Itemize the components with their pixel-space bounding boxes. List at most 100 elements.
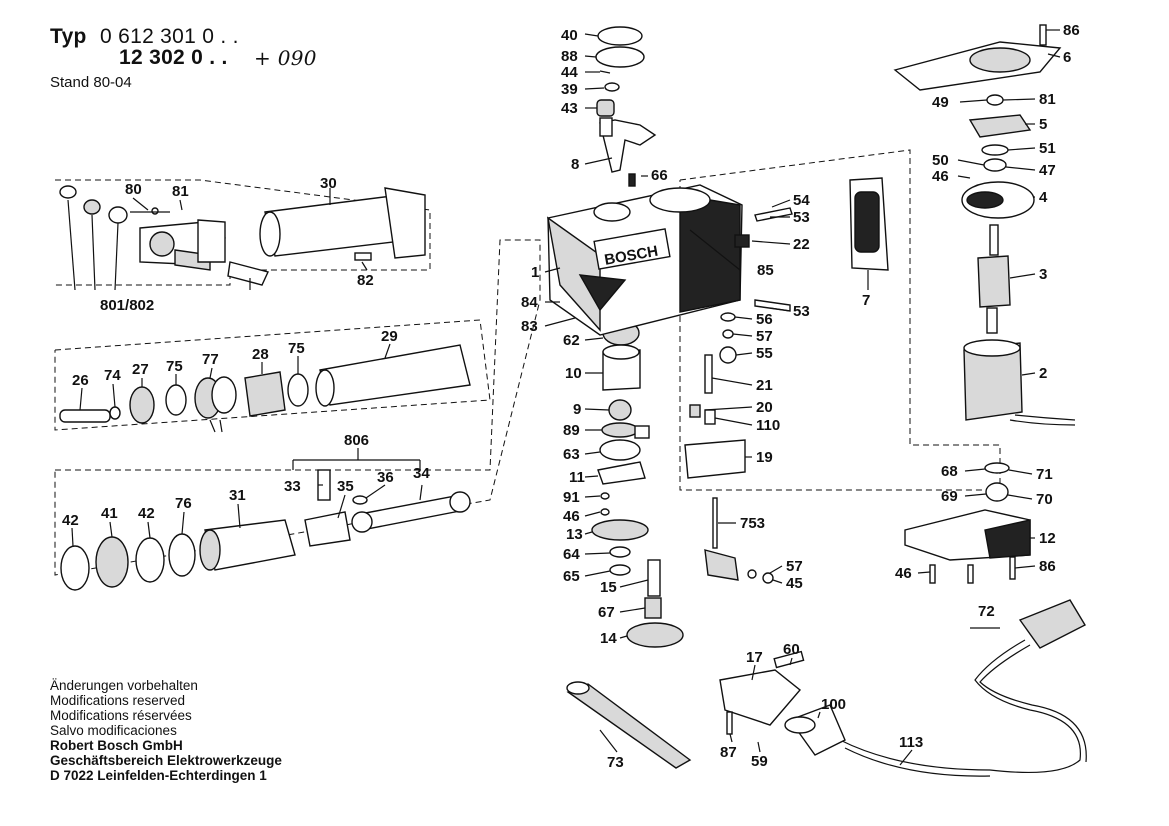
company-name: Robert Bosch GmbH: [50, 738, 183, 753]
label-42-left: 42: [62, 512, 79, 529]
label-6: 6: [1063, 49, 1071, 66]
label-67: 67: [598, 604, 615, 621]
label-50: 50: [932, 152, 949, 169]
group-frame-801: [55, 179, 431, 286]
label-14: 14: [600, 630, 617, 647]
label-71: 71: [1036, 466, 1053, 483]
footer-line: Modifications réservées: [50, 708, 192, 723]
label-75-left: 75: [166, 358, 183, 375]
label-5: 5: [1039, 116, 1047, 133]
label-86-base: 86: [1039, 558, 1056, 575]
type-suffix-handwritten: + 090: [254, 46, 317, 70]
label-110: 110: [756, 417, 780, 434]
label-10: 10: [565, 365, 582, 382]
label-77: 77: [202, 351, 219, 368]
footer-line: Änderungen vorbehalten: [50, 678, 198, 693]
label-35: 35: [337, 478, 354, 495]
label-56: 56: [756, 311, 773, 328]
label-51: 51: [1039, 140, 1056, 157]
gear-housing-assembly: [59, 185, 426, 286]
label-2: 2: [1039, 365, 1047, 382]
label-63: 63: [563, 446, 580, 463]
type-number-1: 0 612 301 0 . .: [100, 25, 239, 48]
label-66: 66: [651, 167, 668, 184]
label-46-spindle: 46: [563, 508, 580, 525]
label-91: 91: [563, 489, 580, 506]
part-number-labels: 40 88 44 39 43 8 66 1 84 83 85 62 10 9 8…: [62, 22, 1080, 771]
label-41: 41: [101, 505, 118, 522]
label-31: 31: [229, 487, 246, 504]
label-49: 49: [932, 94, 949, 111]
label-11: 11: [569, 469, 585, 486]
label-64: 64: [563, 546, 580, 563]
group-frame-29: [54, 319, 491, 431]
label-54: 54: [793, 192, 810, 209]
label-82: 82: [357, 272, 374, 289]
label-42-right: 42: [138, 505, 155, 522]
label-55: 55: [756, 345, 773, 362]
label-36: 36: [377, 469, 394, 486]
motor-assembly: [893, 24, 1076, 584]
label-76: 76: [175, 495, 192, 512]
gear-housing-1: BOSCH: [547, 184, 743, 336]
label-15: 15: [600, 579, 617, 596]
footer-block: Änderungen vorbehalten Modifications res…: [50, 678, 282, 783]
cable-assembly: [566, 599, 1087, 777]
label-69: 69: [941, 488, 958, 505]
label-12: 12: [1039, 530, 1056, 547]
label-86-top: 86: [1063, 22, 1080, 39]
label-27: 27: [132, 361, 149, 378]
label-9: 9: [573, 401, 581, 418]
label-81-motor: 81: [1039, 91, 1056, 108]
label-19: 19: [756, 449, 773, 466]
label-13: 13: [566, 526, 583, 543]
label-74: 74: [104, 367, 121, 384]
label-89: 89: [563, 422, 580, 439]
label-46-base: 46: [895, 565, 912, 582]
crank-assembly: [60, 469, 471, 591]
group-frame-main: [679, 149, 1001, 491]
label-57-bottom: 57: [786, 558, 803, 575]
label-85: 85: [757, 262, 774, 279]
label-80: 80: [125, 181, 142, 198]
label-70: 70: [1036, 491, 1053, 508]
label-62: 62: [563, 332, 580, 349]
label-83: 83: [521, 318, 538, 335]
label-39: 39: [561, 81, 578, 98]
label-46-motor: 46: [932, 168, 949, 185]
label-53-mid: 53: [793, 303, 810, 320]
label-8: 8: [571, 156, 579, 173]
label-20: 20: [756, 399, 773, 416]
label-7: 7: [862, 292, 870, 309]
type-number-2: 12 302 0 . .: [119, 46, 228, 69]
label-43: 43: [561, 100, 578, 117]
leader-lines: [67, 29, 1061, 766]
label-73: 73: [607, 754, 624, 771]
label-84: 84: [521, 294, 538, 311]
stand-date: Stand 80-04: [50, 74, 132, 91]
label-81-left: 81: [172, 183, 189, 200]
label-1: 1: [531, 264, 539, 281]
brush-holder-assembly: [59, 344, 471, 433]
label-57-top: 57: [756, 328, 773, 345]
label-113: 113: [899, 734, 923, 751]
footer-line: Salvo modificaciones: [50, 723, 177, 738]
label-806: 806: [344, 432, 369, 449]
spindle-assembly: [591, 26, 684, 648]
label-26: 26: [72, 372, 89, 389]
label-59: 59: [751, 753, 768, 770]
label-3: 3: [1039, 266, 1047, 283]
label-47: 47: [1039, 162, 1056, 179]
label-60: 60: [783, 641, 800, 658]
company-address: D 7022 Leinfelden-Echterdingen 1: [50, 768, 267, 783]
label-33: 33: [284, 478, 301, 495]
label-75-right: 75: [288, 340, 305, 357]
label-72: 72: [978, 603, 995, 620]
label-4: 4: [1039, 189, 1048, 206]
label-45: 45: [786, 575, 803, 592]
label-21: 21: [756, 377, 773, 394]
label-100: 100: [821, 696, 846, 713]
label-88: 88: [561, 48, 578, 65]
group-frame-806: [54, 239, 541, 576]
label-53-top: 53: [793, 209, 810, 226]
